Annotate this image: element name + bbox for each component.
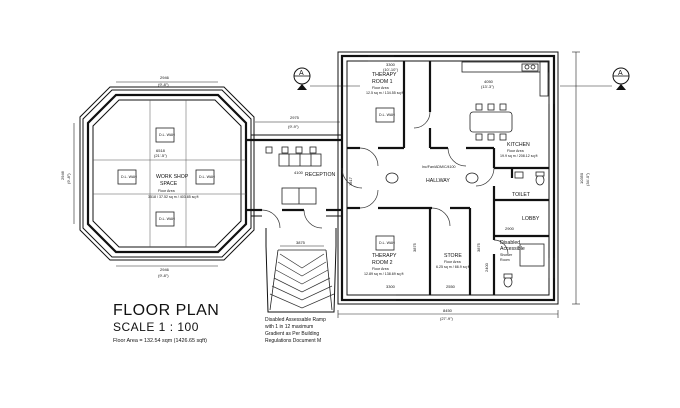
- store-area: 6.25 sq m / 66.9 sq ft: [436, 265, 470, 269]
- light-label: D.L. WAH: [121, 175, 137, 179]
- dim-wc-h: 2400: [484, 262, 489, 272]
- disabled-wc-name-4: Room: [500, 258, 510, 262]
- therapy2-area: 12.89 sq m / 138.69 sq ft: [364, 272, 404, 276]
- section-label: A: [618, 70, 623, 77]
- ramp-note: Disabled Assessable Ramp with 1 in 12 ma…: [265, 317, 326, 344]
- section-marker-left: A: [293, 67, 360, 90]
- plan-title: FLOOR PLAN: [113, 302, 219, 319]
- kitchen-area: 19.9 sq m / 208.12 sq ft: [500, 154, 538, 158]
- dim-ws-bottom-ft: (9'-8"): [158, 273, 169, 278]
- therapy1-area-label: Floor Area: [372, 86, 389, 90]
- hallway-name: HALLWAY: [426, 178, 450, 184]
- workshop-area-label: Floor Area: [158, 189, 175, 193]
- dim-lobby: 2900: [505, 226, 515, 231]
- dim-store-h: 3875: [476, 242, 481, 252]
- plan-scale: SCALE 1 : 100: [113, 320, 199, 334]
- dim-ws-left: 2946: [60, 170, 65, 180]
- dim-overall-w: 8450: [443, 308, 453, 313]
- light-label: D.L. WAH: [159, 217, 175, 221]
- dim-ws-left-ft: (9'-8"): [66, 173, 71, 184]
- reception-corridor: 2975 (9'-9") RECEPTION 4100: [246, 115, 342, 229]
- dim-corridor: 2975: [290, 115, 300, 120]
- disabled-wc-name-2: Accessible: [500, 246, 525, 252]
- workshop-name-2: SPACE: [160, 181, 178, 187]
- therapy2-area-label: Floor Area: [372, 267, 389, 271]
- therapy2-name: THERAPY: [372, 253, 397, 259]
- title-block: FLOOR PLAN SCALE 1 : 100 Floor Area = 13…: [113, 302, 219, 344]
- kitchen-area-label: Floor Area: [507, 149, 524, 153]
- dim-hall-h: 1817: [348, 176, 353, 186]
- dim-ramp: 3875: [296, 240, 306, 245]
- dim-therapy-h: 3875: [412, 242, 417, 252]
- dim-corridor-ft: (9'-9"): [288, 124, 299, 129]
- dim-therapy2: 3300: [386, 284, 396, 289]
- dim-overall-h-ft: (34'-0"): [585, 172, 590, 186]
- therapy2-name-2: ROOM 2: [372, 260, 393, 266]
- dim-overall-w-ft: (27'-9"): [440, 316, 454, 321]
- workshop-name: WORK SHOP: [156, 174, 189, 180]
- dim-therapy1-ft: (10'-10"): [383, 67, 399, 72]
- therapy1-name: THERAPY: [372, 72, 397, 78]
- light-label: D.L. WAH: [159, 133, 175, 137]
- hallway-label: Inc/Fan/ADM/C/4100: [422, 165, 456, 169]
- disabled-wc-name-3: Shower: [500, 253, 513, 257]
- svg-text:Gradient as Per Building: Gradient as Per Building: [265, 331, 319, 337]
- workshop-width-dim-ft: (21'-5"): [154, 153, 168, 158]
- store-area-label: Floor Area: [444, 260, 461, 264]
- dim-therapy1: 3300: [386, 62, 396, 67]
- main-building: D.L. WAH D.L. WAH THERAPY ROOM 1 Floor A…: [337, 51, 590, 321]
- access-ramp: 3875: [265, 228, 337, 313]
- svg-text:with 1 in 12 maximum: with 1 in 12 maximum: [265, 324, 313, 330]
- workshop-width-dim: 6518: [156, 148, 166, 153]
- section-marker-right: A: [560, 67, 630, 90]
- store-name: STORE: [444, 253, 462, 259]
- reception-name: RECEPTION: [305, 172, 336, 178]
- therapy1-name-2: ROOM 1: [372, 79, 393, 85]
- dim-ws-bottom: 2946: [160, 267, 170, 272]
- light-label: D.L. WAH: [379, 241, 395, 245]
- workshop-octagon: D.L. WAH D.L. WAH D.L. WAH D.L. WAH WORK…: [60, 75, 255, 278]
- dim-overall-h: 10350: [579, 172, 584, 184]
- lobby-name: LOBBY: [522, 216, 540, 222]
- workshop-area: 3518 / 37.52 sq m / 403.85 sq ft: [148, 195, 199, 199]
- dim-kitchen-ft: (13'-3"): [481, 84, 495, 89]
- section-label: A: [299, 70, 304, 77]
- dim-reception: 4100: [294, 170, 304, 175]
- floor-area: Floor Area = 132.54 sqm (1426.65 sqft): [113, 338, 207, 344]
- toilet-name: TOILET: [512, 192, 531, 198]
- dim-store: 2550: [446, 284, 456, 289]
- svg-text:Regulations Document M: Regulations Document M: [265, 338, 321, 344]
- svg-text:Disabled Assessable Ramp: Disabled Assessable Ramp: [265, 317, 326, 323]
- therapy1-area: 12.5 sq m / 134.55 sq ft: [366, 91, 404, 95]
- light-label: D.L. WAH: [199, 175, 215, 179]
- dim-ws-top-ft: (9'-8"): [158, 82, 169, 87]
- dim-ws-top: 2946: [160, 75, 170, 80]
- disabled-wc-name: Disabled: [500, 240, 520, 246]
- kitchen-name: KITCHEN: [507, 142, 530, 148]
- light-label: D.L. WAH: [379, 113, 395, 117]
- dim-kitchen: 4050: [484, 79, 494, 84]
